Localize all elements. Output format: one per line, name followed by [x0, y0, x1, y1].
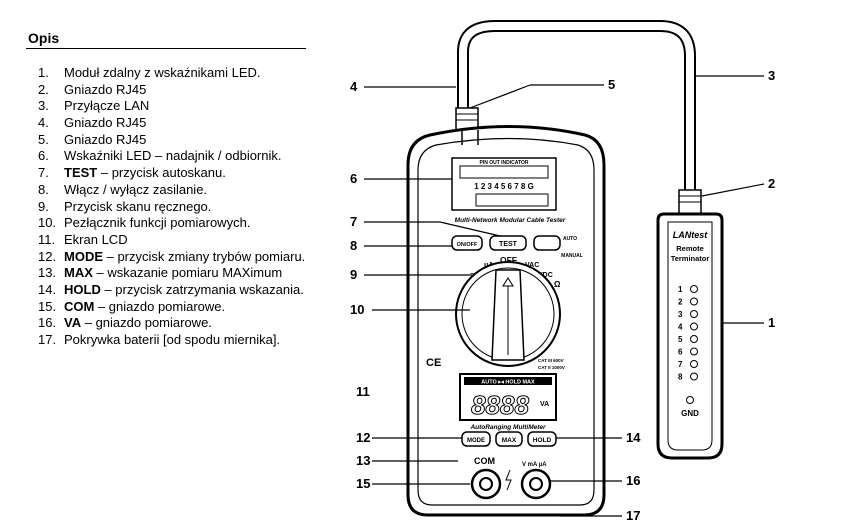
auto-manual-button[interactable]: [533, 235, 561, 251]
list-item: 13.MAX – wskazanie pomiaru MAXimum: [38, 265, 283, 281]
test-button[interactable]: [489, 235, 527, 251]
pin-numbers: 1 2 3 4 5 6 7 8 G: [474, 182, 534, 191]
led-6: [690, 347, 698, 356]
led-label: 4: [678, 323, 683, 332]
va-jack-label: V mA µA: [522, 462, 547, 468]
list-item: 17.Pokrywka baterii [od spodu miernika].: [38, 332, 281, 347]
lcd-unit: VA: [540, 401, 549, 408]
on-off-label: ON/OFF: [457, 242, 478, 248]
list-item: 2.Gniazdo RJ45: [38, 81, 147, 97]
led-label: 3: [678, 310, 683, 319]
led-7: [690, 360, 698, 368]
mode-button[interactable]: [461, 431, 491, 447]
manual-label: MANUAL: [561, 253, 583, 259]
led-2: [690, 297, 698, 306]
callout: 12: [356, 430, 370, 445]
led-5: [690, 335, 698, 343]
list-item: 6.Wskaźniki LED – nadajnik / odbiornik.: [38, 148, 282, 164]
callout: 8: [350, 238, 357, 253]
gnd-label: GND: [681, 409, 699, 418]
lan-cable-inner: [459, 22, 694, 190]
callout: 10: [350, 302, 364, 317]
callout: 5: [608, 77, 615, 92]
callout: 9: [350, 267, 357, 282]
callout: 14: [626, 430, 641, 445]
callout: 6: [350, 171, 357, 186]
callout: 7: [350, 214, 357, 229]
remote-brand: LANtest: [673, 230, 709, 240]
led-label: 6: [678, 348, 683, 357]
callout: 17: [626, 508, 640, 523]
meter-body-inner: [417, 137, 595, 506]
led-label: 1: [678, 285, 683, 294]
ce-mark: CE: [426, 357, 441, 369]
dial-vdc: VDC: [538, 272, 553, 279]
mode-label: MODE: [467, 438, 485, 444]
led-label: 5: [678, 335, 683, 344]
list-item: 9.Przycisk skanu ręcznego.: [38, 198, 212, 214]
remote-terminator: [656, 212, 724, 460]
list-item: 8.Włącz / wyłącz zasilanie.: [38, 181, 208, 197]
title-underline: [26, 48, 306, 49]
callout: 3: [768, 68, 775, 83]
max-label: MAX: [502, 437, 517, 444]
callout-numbers: 4 5 3 6 2 7 8 9 10 1 11 12 14 13 15 16 1…: [350, 68, 775, 523]
led-window: [459, 165, 549, 179]
led-1: [690, 285, 698, 293]
led-label: 7: [678, 360, 683, 369]
model-name: Multi-Network Modular Cable Tester: [455, 217, 566, 224]
callout: 16: [626, 473, 640, 488]
led-gnd: [686, 396, 694, 404]
list-item: 15.COM – gniazdo pomiarowe.: [38, 298, 226, 314]
list-item: 14.HOLD – przycisk zatrzymania wskazania…: [38, 281, 304, 297]
auto-label: AUTO: [563, 236, 577, 242]
list-item: 1.Moduł zdalny z wskaźnikami LED.: [38, 65, 261, 80]
lcd-digits: 8888: [471, 390, 529, 420]
max-button[interactable]: [495, 431, 523, 447]
callout: 1: [768, 315, 775, 330]
led-label: 2: [678, 298, 683, 307]
led-4: [690, 322, 698, 331]
list-item: 10.Pezłącznik funkcji pomiarowych.: [38, 215, 251, 231]
list-item: 16.VA – gniazdo pomiarowe.: [38, 315, 212, 331]
remote-title2: Terminator: [671, 254, 710, 263]
on-off-button[interactable]: [451, 235, 483, 251]
pin-indicator-label: PIN OUT INDICATOR: [480, 160, 529, 166]
callout: 15: [356, 476, 370, 491]
dial-vac: VAC: [525, 262, 539, 269]
list-item: 3.Przyłącze LAN: [38, 98, 150, 114]
com-label: COM: [474, 456, 495, 466]
fuse-warning-icon: [505, 469, 512, 491]
section-title: Opis: [28, 30, 60, 46]
meter-subtitle: AutoRanging MultiMeter: [469, 424, 546, 431]
cat-rating-2: CAT II 1000V: [538, 365, 565, 370]
led-window-lower: [475, 193, 549, 207]
list-item: 5.Gniazdo RJ45: [38, 131, 147, 147]
callout: 2: [768, 176, 775, 191]
list-item: 7.TEST – przycisk autoskanu.: [38, 165, 226, 181]
led-3: [690, 310, 698, 318]
list-item: 12.MODE – przycisk zmiany trybów pomiaru…: [38, 248, 306, 264]
remote-title: Remote: [676, 244, 704, 253]
list-item: 11.Ekran LCD: [38, 231, 128, 247]
remote-led-column: 1 2 3 4 5 6 7 8 GND: [678, 285, 699, 418]
callout-lines: [364, 75, 765, 517]
callout: 11: [356, 384, 370, 399]
led-label: 8: [678, 373, 683, 382]
test-label: TEST: [499, 241, 518, 248]
cat-rating-1: CAT III 600V: [538, 358, 564, 363]
dial-off: OFF: [500, 255, 517, 265]
parts-list: 1.Moduł zdalny z wskaźnikami LED. 2.Gnia…: [38, 65, 305, 349]
list-item: 4.Gniazdo RJ45: [38, 115, 147, 131]
callout: 13: [356, 453, 370, 468]
hold-button[interactable]: [527, 431, 557, 447]
dial-ohm: Ω: [554, 280, 561, 289]
lcd-indicators: AUTO ▸◂ HOLD MAX: [481, 380, 535, 386]
hold-label: HOLD: [533, 437, 552, 444]
callout: 4: [350, 79, 358, 94]
led-8: [690, 372, 698, 381]
